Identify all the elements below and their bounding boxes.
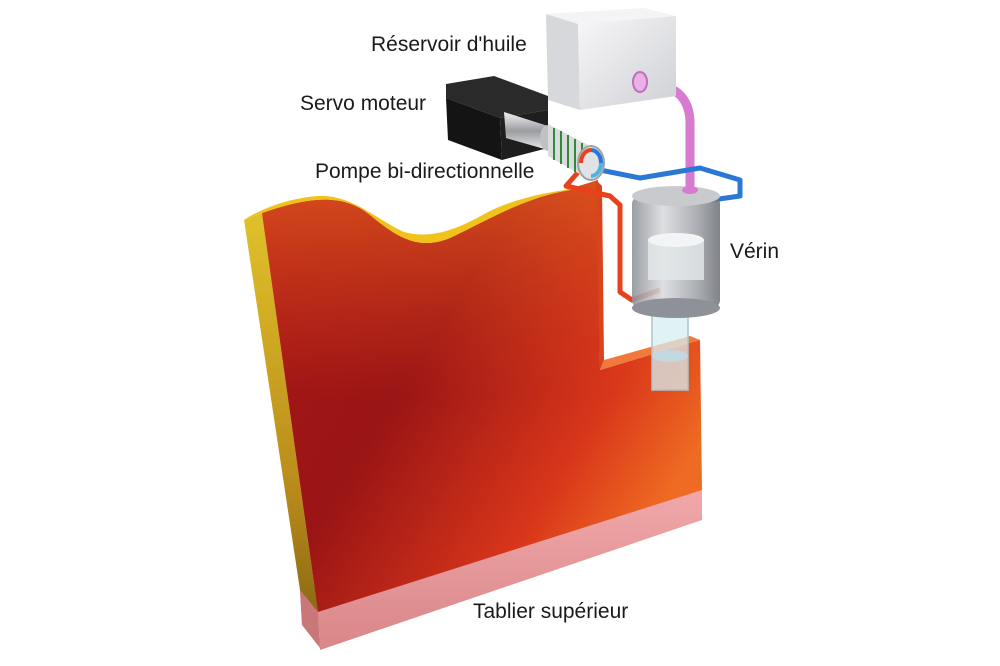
- label-verin: Vérin: [730, 241, 779, 262]
- label-reservoir: Réservoir d'huile: [371, 34, 527, 55]
- label-tablier: Tablier supérieur: [473, 601, 628, 622]
- bidirectional-pump: [548, 124, 604, 180]
- servo-motor: [446, 76, 556, 160]
- label-pompe: Pompe bi-directionnelle: [315, 161, 534, 182]
- oil-reservoir-box: [546, 8, 676, 110]
- label-servo-moteur: Servo moteur: [300, 93, 426, 114]
